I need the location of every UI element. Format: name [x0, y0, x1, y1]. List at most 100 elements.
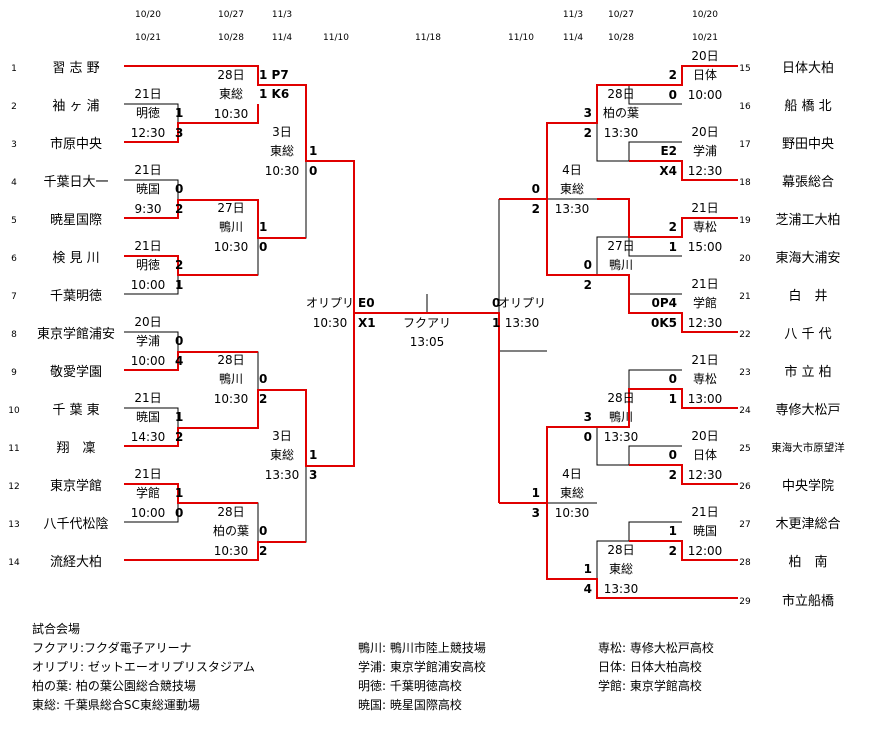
bracket-line: [124, 104, 259, 143]
team-name: 芝浦工大柏: [775, 212, 840, 228]
team-name: 東海大市原望洋: [771, 441, 845, 454]
team-name: 敬愛学園: [50, 364, 102, 380]
bracket-line: [124, 351, 258, 371]
date-label: 11/10: [323, 33, 349, 43]
date-label: 11/4: [272, 33, 292, 43]
match-time: 12:00: [688, 544, 723, 558]
match-day: 21日: [691, 277, 718, 291]
match-day: 4日: [562, 163, 582, 177]
match-score: X4: [659, 164, 677, 178]
bracket-line: [597, 198, 738, 238]
legend-item: 学浦: 東京学館浦安高校: [358, 659, 486, 674]
team-number: 2: [11, 102, 17, 112]
team-number: 26: [739, 482, 751, 492]
match-score: 0: [669, 88, 677, 102]
match-score: 3: [584, 410, 592, 424]
bracket-lines-base: [124, 84, 682, 579]
match-score: 0: [175, 334, 183, 348]
team-number: 24: [739, 406, 751, 416]
bracket-line: [124, 407, 179, 428]
match-time: 10:30: [214, 240, 249, 254]
match-day: 3日: [272, 125, 292, 139]
match-venue: 明徳: [136, 257, 160, 272]
match-score: 1: [175, 106, 183, 120]
match-score: 0: [584, 258, 592, 272]
match-day: 28日: [217, 353, 244, 367]
match-score: 1: [669, 240, 677, 254]
match-score: 1: [175, 278, 183, 292]
match-venue: 明徳: [136, 105, 160, 120]
match-time: 13:30: [604, 582, 639, 596]
match-score: 0: [259, 240, 267, 254]
match-score: 1: [532, 486, 540, 500]
bracket-line: [124, 503, 179, 523]
match-score: 0: [492, 296, 500, 310]
team-number: 28: [739, 558, 751, 568]
match-time: 10:30: [214, 107, 249, 121]
bracket-line: [124, 541, 306, 561]
match-time: 12:30: [688, 468, 723, 482]
team-number: 5: [11, 216, 17, 226]
match-score: 0: [669, 448, 677, 462]
match-score: E0: [358, 296, 375, 310]
left-r1-matches: 21日 明徳 12:30 1 3 21日 暁国 9:30 0 2 21日 明徳 …: [131, 87, 184, 520]
match-venue: 暁国: [136, 182, 160, 196]
match-venue: 柏の葉: [213, 523, 249, 538]
legend-item: フクアリ:フクダ電子アリーナ: [32, 640, 192, 655]
match-day: 28日: [607, 391, 634, 405]
match-venue: 学浦: [693, 143, 717, 158]
match-score: 1 K6: [259, 87, 289, 101]
match-time: 12:30: [688, 164, 723, 178]
team-name: 日体大柏: [782, 61, 834, 76]
team-name: 中央学院: [782, 478, 834, 494]
match-venue: 学浦: [136, 333, 160, 348]
left-r2-matches: 28日 東総 10:30 1 P7 1 K6 27日 鴨川 10:30 1 0 …: [213, 68, 289, 558]
match-time: 13:00: [688, 392, 723, 406]
match-score: 0: [669, 372, 677, 386]
bracket-line: [124, 275, 179, 295]
match-score: 2: [669, 468, 677, 482]
bracket-line: [124, 65, 427, 314]
match-score: 1 P7: [259, 68, 289, 82]
match-day: 21日: [134, 391, 161, 405]
bracket-line: [628, 237, 682, 257]
match-score: E2: [660, 144, 677, 158]
match-day: 21日: [691, 505, 718, 519]
bracket-line: [628, 445, 682, 465]
match-score: 2: [584, 278, 592, 292]
team-number: 29: [739, 597, 751, 607]
match-score: 2: [259, 392, 267, 406]
match-venue: 鴨川: [219, 220, 243, 234]
match-day: 20日: [134, 315, 161, 329]
date-label: 11/18: [415, 33, 441, 43]
team-number: 21: [739, 292, 750, 302]
venue-legend: 試合会場 フクアリ:フクダ電子アリーナ オリプリ: ゼットエーオリプリスタジアム…: [32, 621, 714, 712]
match-score: 1: [309, 144, 317, 158]
match-venue: 暁国: [136, 410, 160, 424]
bracket-line: [124, 255, 258, 276]
match-day: 27日: [607, 239, 634, 253]
match-score: 1: [492, 316, 500, 330]
team-name: 検 見 川: [52, 251, 99, 266]
match-score: 4: [584, 582, 592, 596]
bracket-line: [124, 331, 179, 352]
bracket-line: [597, 274, 738, 333]
right-r2-matches: 28日 柏の葉 13:30 3 2 27日 鴨川 0 2 28日 鴨川 13:3…: [584, 87, 639, 596]
team-number: 16: [739, 102, 751, 112]
match-score: 0: [175, 506, 183, 520]
match-score: 3: [309, 468, 317, 482]
match-score: 2: [175, 202, 183, 216]
legend-item: 学館: 東京学館高校: [598, 678, 702, 693]
team-name: 東京学館: [50, 478, 102, 494]
match-day: 21日: [134, 239, 161, 253]
match-day: 21日: [134, 467, 161, 481]
bracket-line: [628, 141, 682, 161]
match-day: 20日: [691, 429, 718, 443]
match-score: 0: [584, 430, 592, 444]
team-number: 15: [739, 64, 750, 74]
match-venue: 東総: [560, 486, 584, 500]
match-score: 1: [584, 562, 592, 576]
bracket-line: [546, 199, 597, 276]
date-label: 10/21: [692, 33, 718, 43]
team-number: 23: [739, 368, 750, 378]
